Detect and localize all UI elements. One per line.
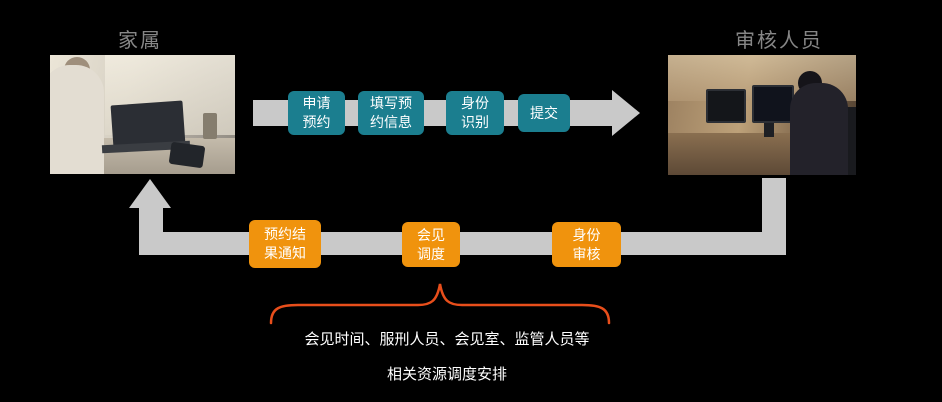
step-identity-recognition: 身份 识别 [446, 91, 504, 135]
monitor-right-shape [752, 85, 794, 123]
tablet-shape [168, 141, 206, 169]
return-arrow-left-segment [139, 206, 163, 240]
person-silhouette-shape [50, 65, 104, 174]
return-arrowhead-icon [129, 179, 171, 208]
brace-annotation: 会见时间、服刑人员、会见室、监管人员等 相关资源调度安排 [247, 328, 647, 384]
step-result-notification: 预约结 果通知 [249, 220, 321, 268]
annotation-line-2: 相关资源调度安排 [386, 366, 507, 383]
annotation-line-1: 会见时间、服刑人员、会见室、监管人员等 [304, 331, 590, 348]
step-identity-review: 身份 审核 [552, 222, 621, 267]
actor-label-reviewer: 审核人员 [735, 30, 823, 52]
forward-arrowhead-icon [612, 90, 640, 136]
monitor-stand-shape [764, 123, 774, 137]
step-fill-appointment-info: 填写预 约信息 [358, 91, 424, 135]
step-submit: 提交 [518, 94, 570, 132]
monitor-left-shape [706, 89, 746, 123]
brace-icon [269, 283, 611, 325]
pencil-cup-shape [203, 113, 217, 139]
step-apply-appointment: 申请 预约 [288, 91, 345, 135]
reviewer-silhouette-shape [790, 83, 848, 175]
step-meeting-scheduling: 会见 调度 [402, 222, 460, 267]
reviewer-photo [668, 55, 856, 175]
family-photo [50, 55, 235, 174]
return-arrow-horizontal-segment [139, 232, 786, 255]
actor-label-family: 家属 [118, 30, 162, 52]
